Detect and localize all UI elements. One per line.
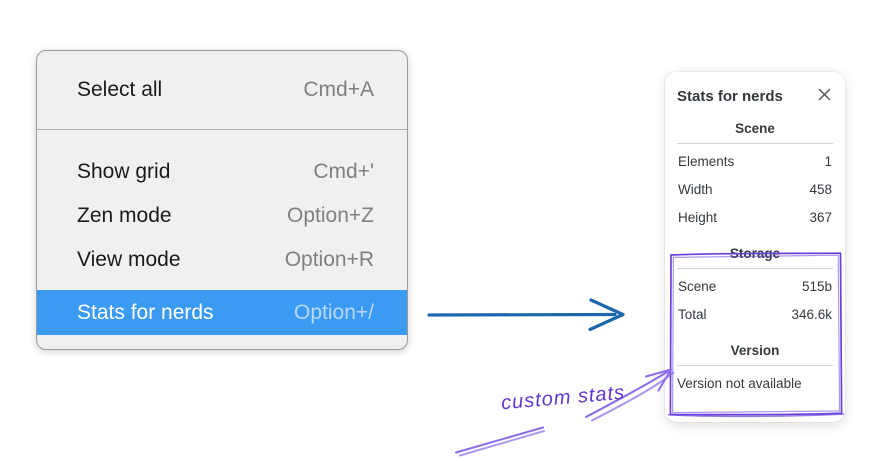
menu-item-shortcut: Option+Z [287,204,374,227]
stats-panel: Stats for nerds Scene Elements 1 Width 4… [665,72,845,422]
menu-separator [37,129,407,130]
menu-item-stats-for-nerds[interactable]: Stats for nerds Option+/ [37,290,407,335]
stats-section-storage: Storage Scene 515b Total 346.6k [677,245,833,328]
stat-label: Scene [678,278,717,294]
menu-item-label: Stats for nerds [77,300,214,324]
stat-row-width: Width 458 [677,175,833,203]
menu-item-label: Show grid [77,160,171,183]
menu-item-shortcut: Cmd+' [313,160,374,183]
stat-label: Height [678,209,718,225]
menu-section-bottom: Show grid Cmd+' Zen mode Option+Z View m… [37,130,407,349]
stats-panel-header: Stats for nerds [677,86,833,106]
stat-value: 367 [809,209,832,225]
menu-item-label: Zen mode [77,204,172,227]
stats-panel-title: Stats for nerds [677,87,783,105]
section-divider [677,143,833,144]
stat-value: 1 [824,153,832,169]
context-menu: Select all Cmd+A Show grid Cmd+' Zen mod… [36,50,408,350]
menu-item-shortcut: Option+/ [294,300,374,324]
stat-value: 515b [801,278,832,294]
stat-value: 458 [809,181,832,197]
menu-item-shortcut: Cmd+A [303,78,374,101]
menu-section-top: Select all Cmd+A [37,51,407,129]
flow-arrow [427,298,625,332]
section-header: Scene [735,121,775,136]
section-header: Storage [729,246,781,261]
custom-stats-arrow-tail [455,426,545,457]
close-icon [818,88,831,104]
version-message: Version not available [677,375,802,391]
section-divider [677,365,833,366]
stat-value: 346.6k [791,306,832,322]
stat-row-scene-storage: Scene 515b [677,272,833,300]
stats-section-scene: Scene Elements 1 Width 458 Height 367 [677,120,833,231]
close-button[interactable] [815,87,833,105]
stat-label: Elements [678,153,735,169]
stat-row-elements: Elements 1 [677,147,833,175]
stat-label: Total [678,306,707,322]
menu-item-label: Select all [77,78,163,101]
menu-item-shortcut: Option+R [284,248,374,271]
custom-stats-annotation: custom stats [500,381,626,415]
menu-item-label: View mode [77,248,181,271]
menu-item-show-grid[interactable]: Show grid Cmd+' [37,150,407,194]
stats-section-version: Version Version not available [677,342,833,397]
section-divider [677,268,833,269]
stat-row-height: Height 367 [677,203,833,231]
stat-row-total-storage: Total 346.6k [677,300,833,328]
stat-label: Width [678,181,713,197]
section-header: Version [730,343,780,358]
custom-stats-arrow [585,368,675,422]
menu-item-select-all[interactable]: Select all Cmd+A [37,68,407,112]
menu-item-view-mode[interactable]: View mode Option+R [37,238,407,282]
menu-item-zen-mode[interactable]: Zen mode Option+Z [37,194,407,238]
